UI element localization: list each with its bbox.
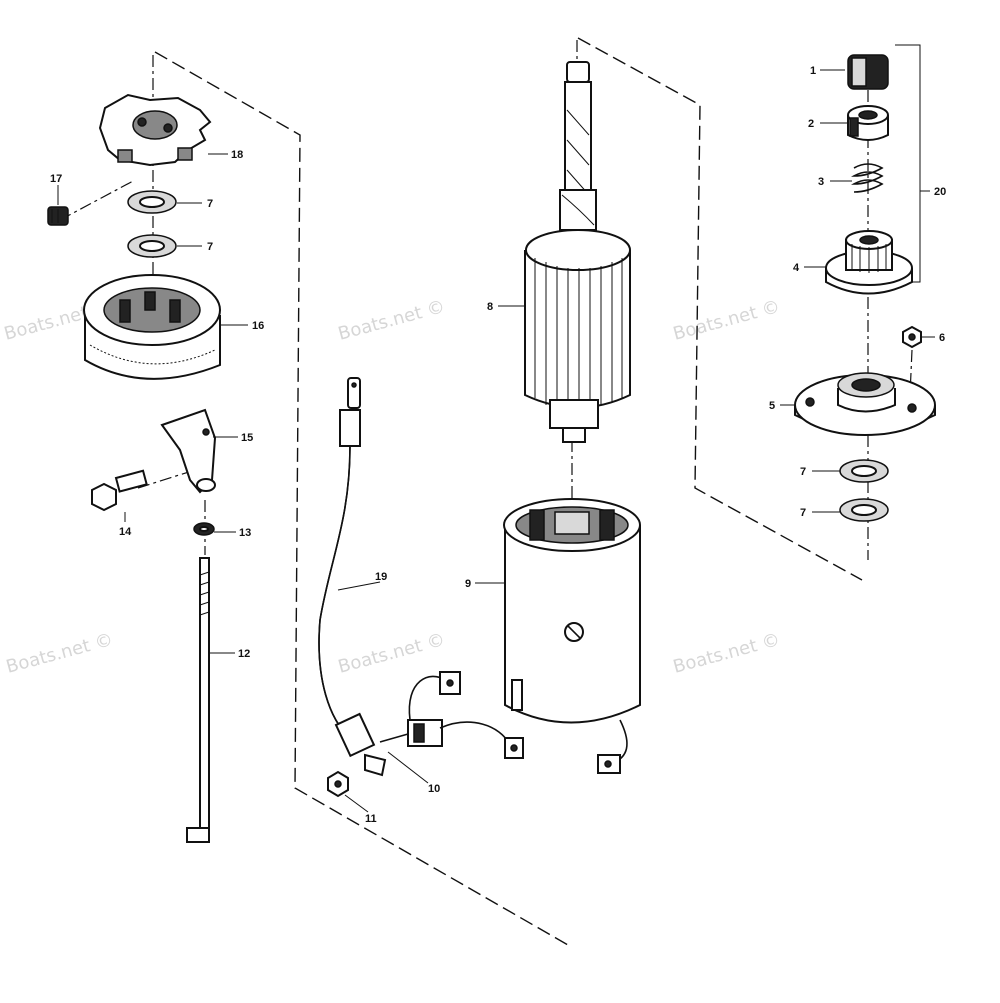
pinion-spacer	[847, 105, 889, 141]
group-boundaries	[154, 37, 921, 946]
end-frame	[83, 274, 221, 380]
watermark: Boats.net ©	[4, 629, 116, 678]
callout-10: 10	[428, 783, 440, 795]
thrust-washer	[839, 459, 889, 483]
callout-18: 18	[231, 149, 243, 161]
through-bolt	[186, 557, 210, 843]
anti-drift-spring	[850, 163, 884, 193]
callout-4: 4	[793, 262, 800, 274]
hex-bolt	[91, 469, 148, 512]
thrust-washer	[127, 190, 177, 214]
watermark: Boats.net ©	[671, 296, 783, 345]
thrust-washer	[839, 498, 889, 522]
pinion-nut	[847, 54, 889, 90]
callout-12: 12	[238, 648, 250, 660]
set-screw	[47, 206, 69, 226]
callout-11: 11	[365, 813, 377, 825]
callout-13: 13	[239, 527, 251, 539]
thrust-washer	[127, 234, 177, 258]
callout-17: 17	[50, 173, 62, 185]
watermark: Boats.net	[2, 302, 91, 345]
callout-6: 6	[939, 332, 945, 344]
watermark: Boats.net ©	[671, 629, 783, 678]
callout-7: 7	[800, 507, 806, 519]
callout-14: 14	[119, 526, 132, 538]
callout-7: 7	[207, 198, 213, 210]
watermark: Boats.net ©	[336, 296, 448, 345]
callout-15: 15	[241, 432, 253, 444]
small-hex-nut	[902, 325, 922, 349]
field-frame-housing	[503, 498, 641, 774]
watermark: Boats.net ©	[336, 629, 448, 678]
callout-1: 1	[810, 65, 816, 77]
callout-20: 20	[934, 186, 946, 198]
callout-7: 7	[800, 466, 806, 478]
lock-washer	[193, 522, 215, 536]
drive-pinion	[825, 230, 913, 295]
leader-lines	[57, 69, 935, 813]
callout-labels: 1 2 3 4 5 6 7 7 7 7 8 9 10 11 12 13 14 1…	[50, 65, 946, 825]
callout-3: 3	[818, 176, 824, 188]
callout-19: 19	[375, 571, 387, 583]
callout-8: 8	[487, 301, 493, 313]
brush-end-plate	[98, 93, 212, 167]
brush-assembly	[379, 671, 524, 759]
drive-end-cap	[794, 372, 936, 436]
field-lead-wire	[318, 377, 387, 777]
callout-9: 9	[465, 578, 471, 590]
callout-2: 2	[808, 118, 814, 130]
callout-5: 5	[769, 400, 775, 412]
callout-7: 7	[207, 241, 213, 253]
hex-nut	[327, 770, 349, 798]
armature	[524, 61, 631, 443]
callout-16: 16	[252, 320, 264, 332]
mounting-bracket	[160, 408, 217, 494]
